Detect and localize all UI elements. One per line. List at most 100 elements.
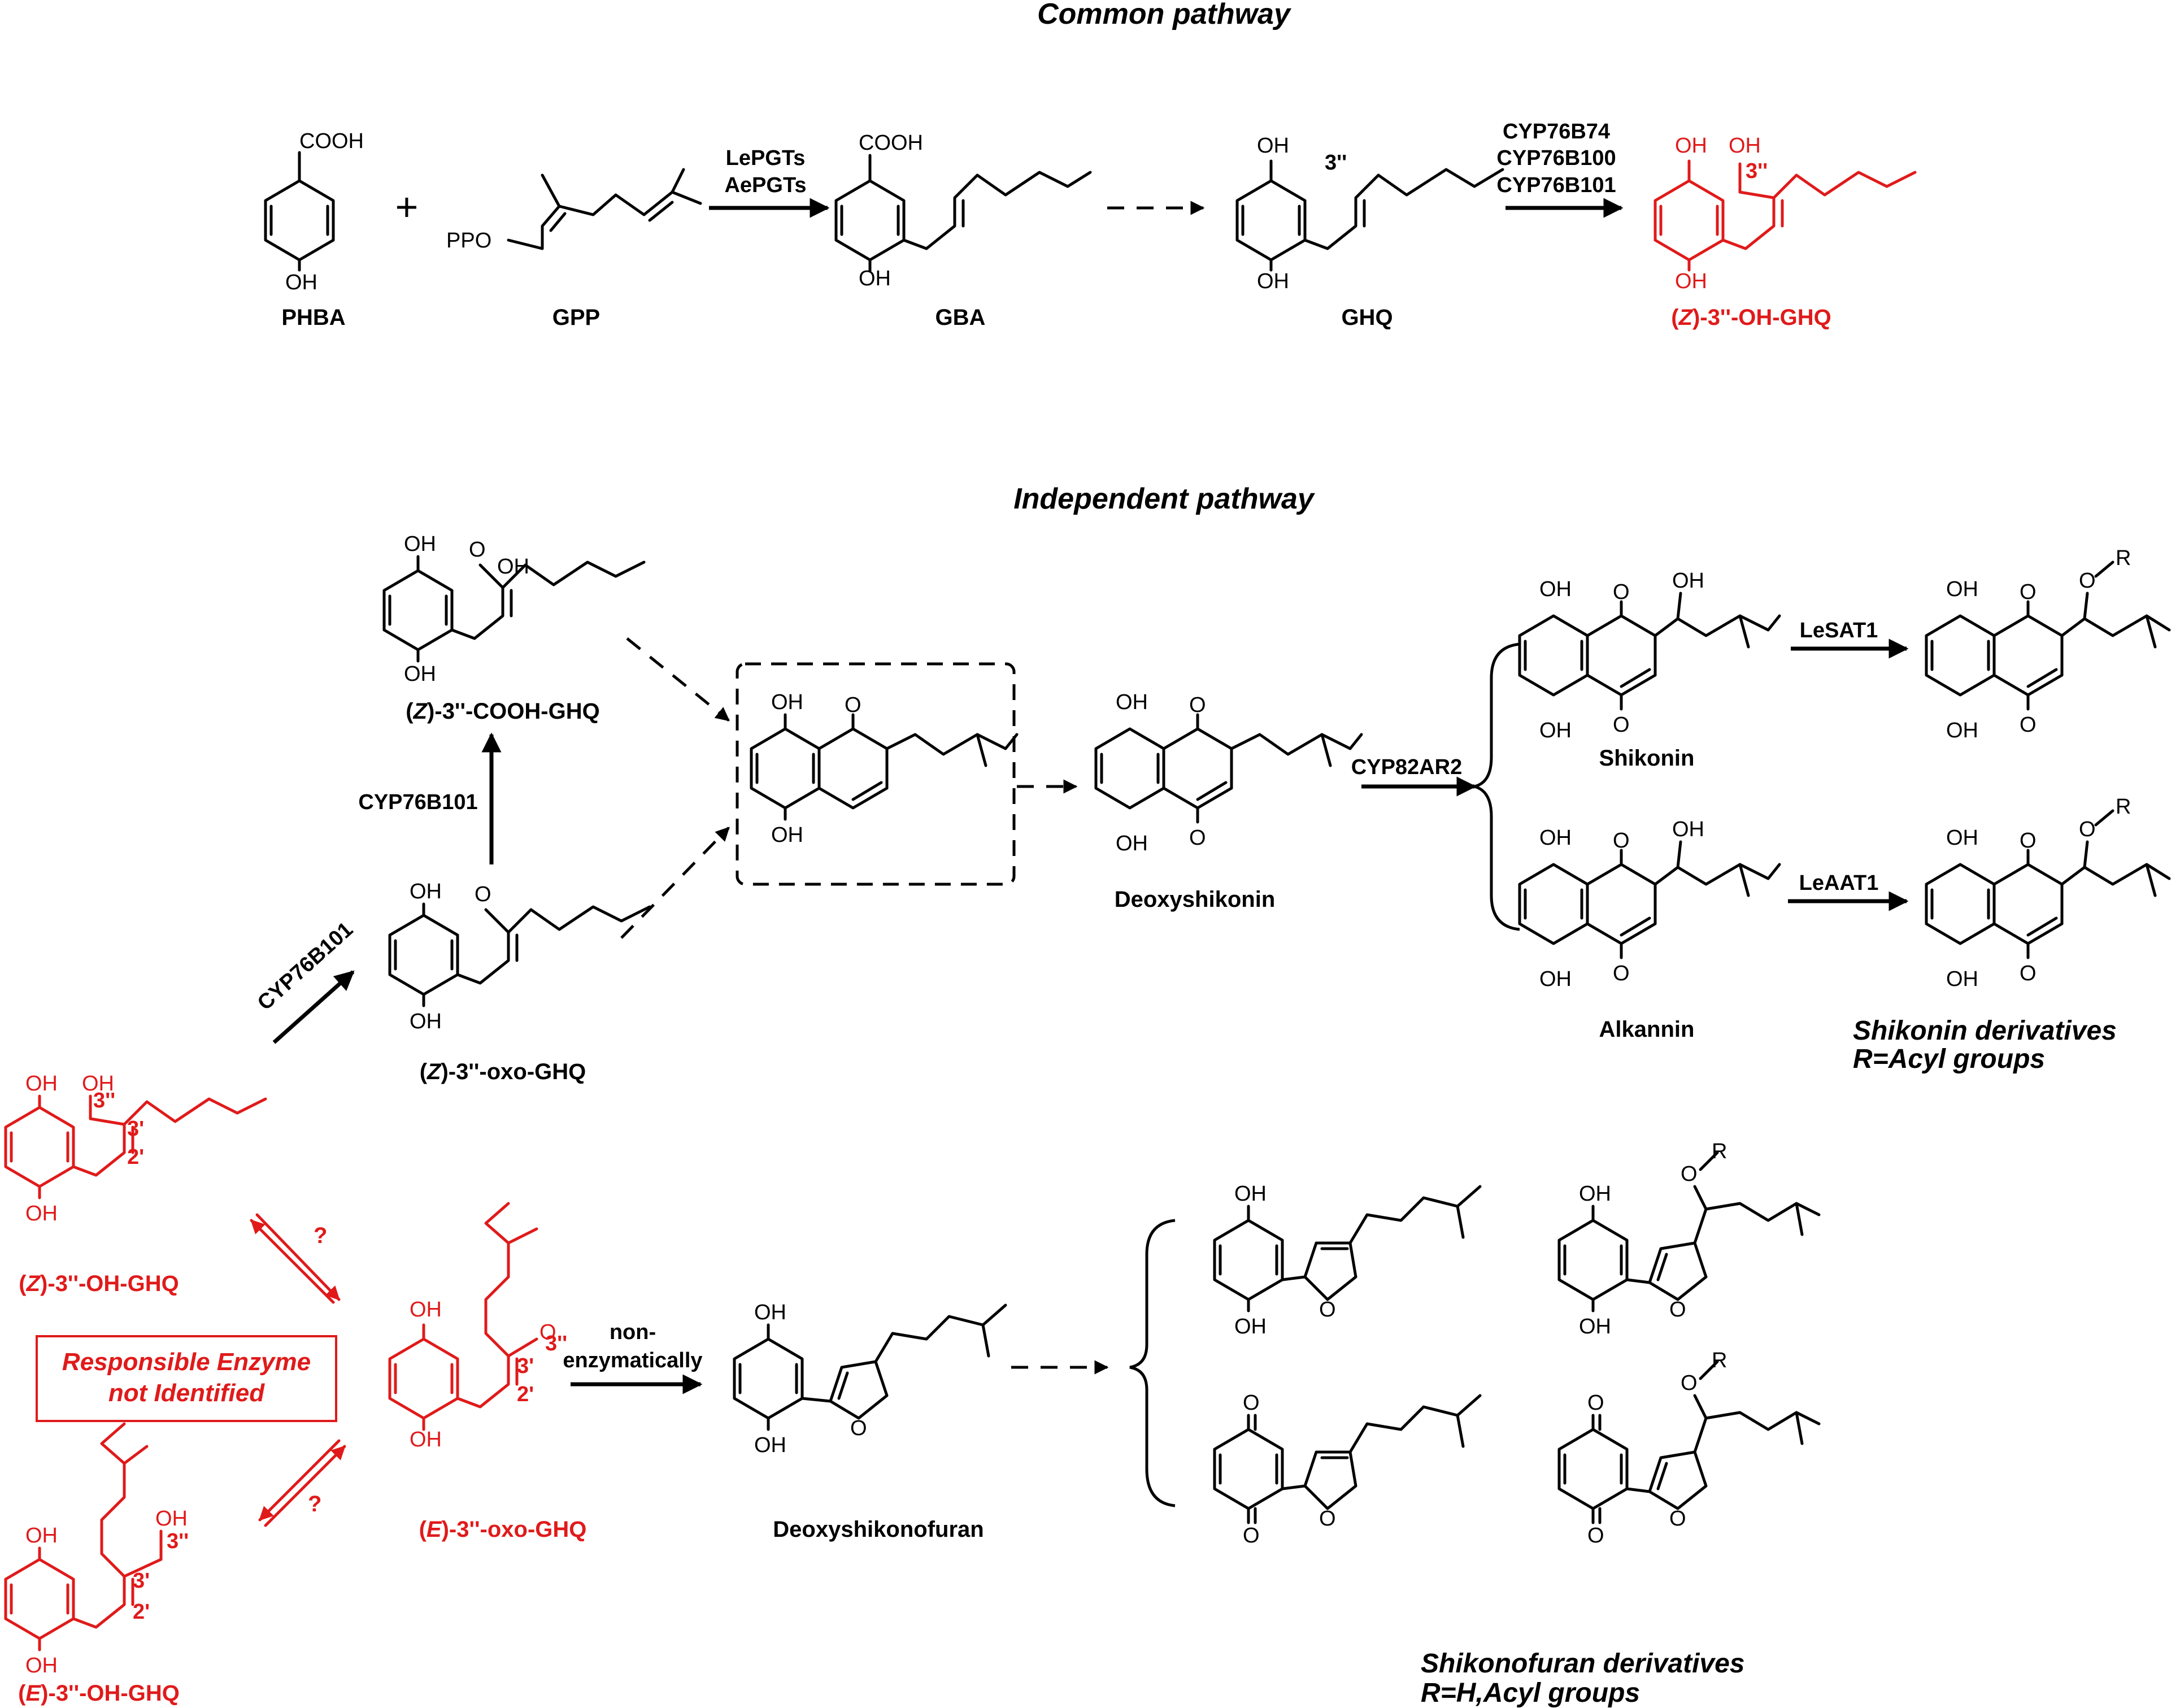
e-oxo-ghq-3p: 3' — [517, 1354, 534, 1378]
furan-d3-o: O — [1319, 1507, 1336, 1531]
arrow-cyp76b101-diag — [272, 970, 355, 1044]
shikonin-ester-r: R — [2116, 546, 2131, 570]
label-z-cooh-ghq: (Z)-3''-COOH-GHQ — [406, 699, 599, 724]
z-oh-ghq-left-oh3: OH — [25, 1202, 58, 1225]
deoxyshikonofuran-o: O — [850, 1416, 867, 1440]
e-oh-ghq-oh3: OH — [25, 1654, 58, 1677]
z-oh-ghq-left-3p: 3' — [127, 1117, 144, 1141]
oxo-ghq-oh1: OH — [410, 880, 442, 903]
alkannin-oh-side: OH — [1672, 818, 1704, 841]
label-shikonin: Shikonin — [1599, 746, 1695, 771]
furan-d1-oh2: OH — [1234, 1315, 1267, 1338]
furan-d3-o2: O — [1243, 1524, 1260, 1548]
z-oh-ghq-top-3pp: 3'' — [1746, 159, 1768, 183]
label-z-oh-ghq-top: (Z)-3''-OH-GHQ — [1671, 305, 1831, 330]
z-oh-ghq-left-2p: 2' — [127, 1145, 144, 1169]
shikonin-o2: O — [1613, 713, 1630, 737]
shikonin-oh-side: OH — [1672, 569, 1704, 593]
deoxyshikonin-o1: O — [1189, 693, 1206, 717]
furan-d4-o1: O — [1587, 1391, 1604, 1415]
intermediate-oh1: OH — [771, 690, 803, 714]
shikonin-ester-structure: OH O O R OH O — [1925, 546, 2171, 742]
shikonin-derivatives-r: R=Acyl groups — [1853, 1044, 2045, 1074]
shikonin-ester-oh2: OH — [1946, 719, 1978, 742]
z-oh-ghq-left-oh1: OH — [25, 1072, 58, 1096]
alkannin-oh1: OH — [1539, 826, 1572, 850]
z-oh-ghq-top-oh1: OH — [1675, 134, 1707, 158]
e-oxo-ghq-oh1: OH — [410, 1298, 442, 1322]
gpp-ppo: PPO — [446, 229, 491, 253]
oxo-ghq-oh2: OH — [410, 1010, 442, 1033]
z-oh-ghq-left-structure: OH OH OH 3'' 3' 2' — [4, 1072, 267, 1225]
z-oh-ghq-left-3pp: 3'' — [93, 1089, 115, 1112]
brace-shikonin-alkannin — [1474, 642, 1520, 931]
intermediate-o: O — [845, 693, 861, 717]
arrow-dash-cooh-to-box — [626, 637, 730, 722]
furan-d3-o1: O — [1243, 1391, 1260, 1415]
non-enzymatic-line2: enzymatically — [563, 1349, 702, 1372]
cooh-ghq-oh1: OH — [404, 532, 436, 556]
deoxyshikonin-oh1: OH — [1116, 690, 1148, 714]
arrow-dash-oxo-to-box — [620, 827, 730, 939]
furan-derivatives-title: Shikonofuran derivatives — [1421, 1649, 1745, 1679]
furan-d2-oh2: OH — [1579, 1315, 1611, 1338]
e-oxo-ghq-oh2: OH — [410, 1428, 442, 1451]
enzyme-cyp76b100: CYP76B100 — [1496, 146, 1616, 170]
e-oxo-ghq-structure: OH O OH 3'' 3' 2' — [388, 1202, 567, 1451]
shikonin-ester-o-side: O — [2079, 569, 2096, 593]
e-oxo-ghq-o: O — [539, 1320, 556, 1344]
label-gpp: GPP — [552, 305, 600, 330]
label-z-oxo-ghq: (Z)-3''-oxo-GHQ — [420, 1059, 586, 1084]
cooh-ghq-oh2: OH — [497, 555, 529, 579]
shikonin-o1: O — [1613, 580, 1630, 604]
shikonin-oh2: OH — [1539, 719, 1572, 742]
deoxyshikonin-oh2: OH — [1116, 832, 1148, 855]
alkannin-ester-structure: OH O O R OH O — [1925, 795, 2171, 991]
gpp-structure: PPO — [446, 168, 702, 253]
gba-cooh: COOH — [859, 131, 923, 155]
alkannin-ester-r: R — [2116, 795, 2131, 819]
enzyme-aepgts: AePGTs — [724, 173, 806, 197]
enzyme-lepgts: LePGTs — [726, 146, 806, 170]
phba-oh: OH — [285, 271, 317, 294]
enzyme-cyp76b101-mid: CYP76B101 — [358, 790, 477, 814]
intermediate-dashed-box — [736, 662, 1016, 886]
alkannin-structure: OH O OH OH O — [1518, 818, 1781, 991]
furan-d2-o-side: O — [1681, 1162, 1698, 1186]
alkannin-ester-oh2: OH — [1946, 967, 1978, 991]
alkannin-o1: O — [1613, 829, 1630, 853]
e-oh-ghq-3pp: 3'' — [167, 1529, 189, 1553]
furan-derivatives-r: R=H,Acyl groups — [1421, 1678, 1640, 1708]
furan-d1-o: O — [1319, 1298, 1336, 1322]
cooh-ghq-o: O — [469, 538, 486, 562]
alkannin-oh2: OH — [1539, 967, 1572, 991]
furan-d1-oh1: OH — [1234, 1182, 1267, 1206]
unknown-enzyme-box — [36, 1335, 337, 1422]
section-title-common: Common pathway — [1037, 0, 1292, 31]
intermediate-structure: OH O OH — [750, 690, 1019, 847]
label-e-oh-ghq: (E)-3''-OH-GHQ — [18, 1681, 180, 1706]
deoxyshikonin-structure: OH O OH O — [1094, 690, 1363, 855]
equilibrium-arrow-1b — [250, 1219, 335, 1304]
ghq-structure: OH OH 3'' — [1235, 134, 1504, 293]
question-mark-2: ? — [308, 1492, 321, 1516]
furan-d2-o: O — [1669, 1298, 1686, 1322]
question-mark-1: ? — [314, 1223, 327, 1248]
label-phba: PHBA — [281, 305, 345, 330]
z-oh-ghq-top-oh2: OH — [1729, 134, 1761, 158]
furan-d2-r: R — [1712, 1140, 1727, 1163]
ghq-oh-top: OH — [1257, 134, 1289, 158]
enzyme-cyp76b74: CYP76B74 — [1503, 120, 1610, 144]
deoxyshikonin-o2: O — [1189, 826, 1206, 850]
ghq-3pp-label: 3'' — [1325, 151, 1347, 175]
alkannin-ester-o1: O — [2020, 829, 2037, 853]
section-title-independent: Independent pathway — [1013, 483, 1316, 515]
furan-derivative-3: O O O — [1213, 1391, 1482, 1548]
enzyme-cyp76b101-top: CYP76B101 — [1496, 173, 1616, 197]
furan-d4-o-side: O — [1681, 1371, 1698, 1395]
e-oh-ghq-oh1: OH — [25, 1524, 58, 1548]
enzyme-leaat1: LeAAT1 — [1799, 871, 1879, 895]
label-deoxyshikonin: Deoxyshikonin — [1115, 887, 1276, 912]
equilibrium-arrow-2b — [264, 1445, 346, 1527]
label-e-oxo-ghq: (E)-3''-oxo-GHQ — [419, 1517, 587, 1542]
